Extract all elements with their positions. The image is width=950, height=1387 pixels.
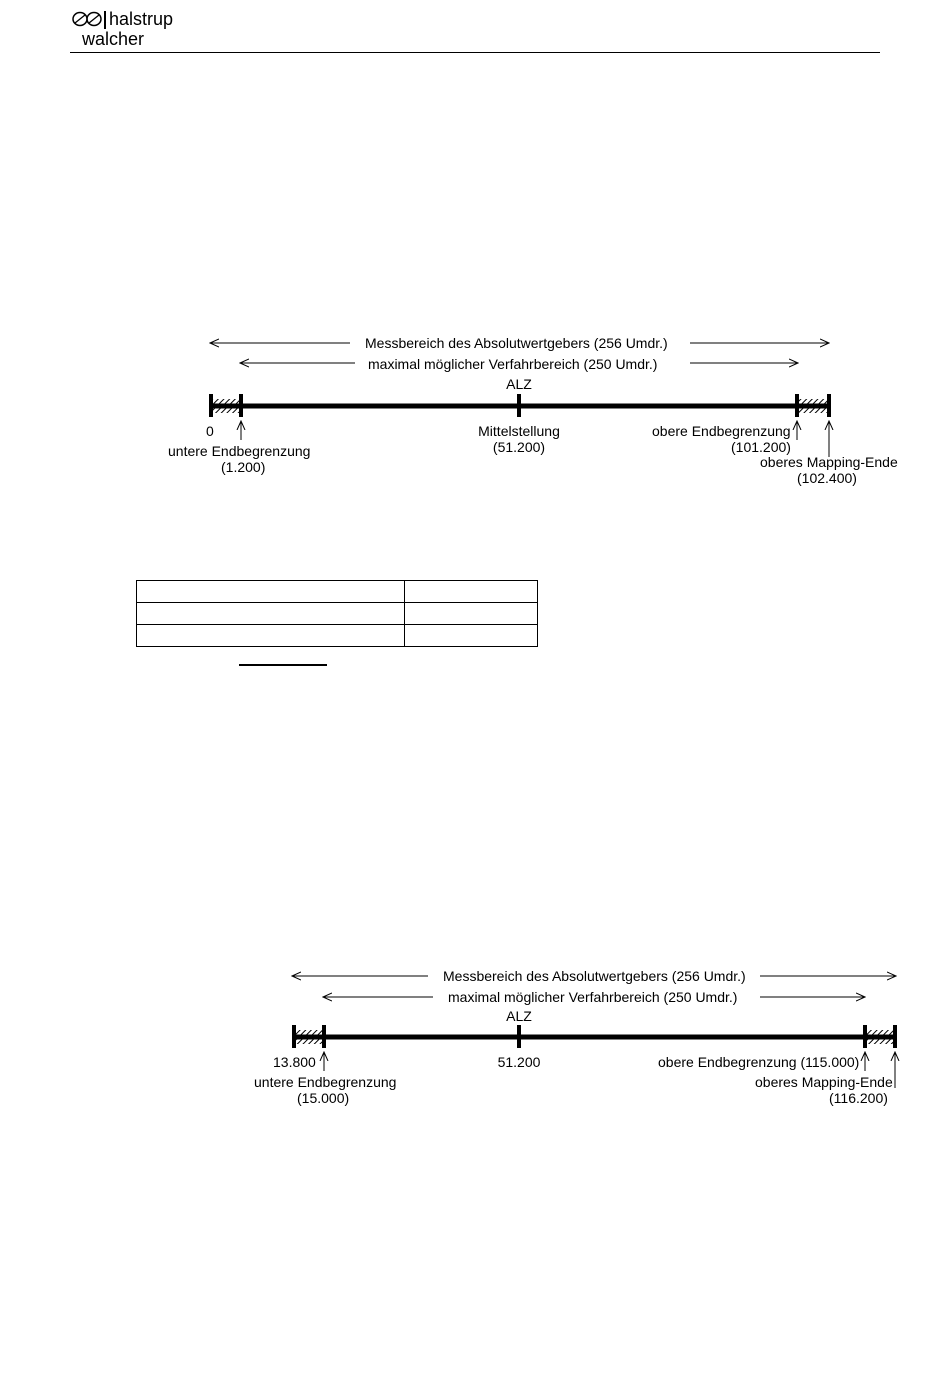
table-row xyxy=(136,602,538,625)
lower-limit-label: untere Endbegrenzung xyxy=(168,443,311,459)
infinity-logo-icon xyxy=(72,11,102,27)
zero-label: 0 xyxy=(206,423,214,439)
upper-limit-label: obere Endbegrenzung xyxy=(652,423,791,439)
underline-rule xyxy=(239,664,327,666)
mapping-end-label: oberes Mapping-Ende xyxy=(760,454,898,470)
middle-value-2: 51.200 xyxy=(497,1054,541,1070)
travel-range-label: maximal möglicher Verfahrbereich (250 Um… xyxy=(368,356,658,372)
upper-limit-value: (101.200) xyxy=(731,439,791,455)
table-cell xyxy=(404,580,538,603)
mapping-end-value: (102.400) xyxy=(797,470,857,486)
table-cell xyxy=(404,624,538,647)
brand-logo: halstrup walcher xyxy=(72,8,212,52)
table-row xyxy=(136,580,538,603)
table-cell xyxy=(136,602,405,625)
start-value-label-2: 13.800 xyxy=(273,1054,316,1070)
table-cell xyxy=(136,624,405,647)
header-rule xyxy=(70,52,880,53)
travel-range-label-2: maximal möglicher Verfahrbereich (250 Um… xyxy=(448,989,738,1005)
lower-limit-value: (1.200) xyxy=(221,459,266,475)
lower-hatched-zone-2 xyxy=(294,1030,324,1044)
brand-name-halstrup: halstrup xyxy=(109,9,174,29)
upper-hatched-zone-2 xyxy=(865,1030,895,1044)
lower-hatched-zone xyxy=(211,399,241,413)
measure-range-label-2: Messbereich des Absolutwertgebers (256 U… xyxy=(443,968,746,984)
upper-limit-label-2: obere Endbegrenzung (115.000) xyxy=(658,1054,860,1070)
parameter-table xyxy=(136,580,538,647)
lower-limit-value-2: (15.000) xyxy=(297,1090,350,1106)
alz-label-2: ALZ xyxy=(506,1008,532,1024)
middle-value: (51.200) xyxy=(492,439,546,455)
table-row xyxy=(136,624,538,647)
brand-name-walcher: walcher xyxy=(82,29,145,49)
upper-hatched-zone xyxy=(797,399,828,413)
lower-limit-label-2: untere Endbegrenzung xyxy=(254,1074,397,1090)
alz-label: ALZ xyxy=(506,376,532,392)
logo-divider xyxy=(104,11,106,29)
table-cell xyxy=(136,580,405,603)
mapping-end-value-2: (116.200) xyxy=(829,1090,888,1106)
middle-label: Mittelstellung xyxy=(478,423,560,439)
mapping-end-label-2: oberes Mapping-Ende xyxy=(755,1074,893,1090)
table-cell xyxy=(404,602,538,625)
measure-range-label: Messbereich des Absolutwertgebers (256 U… xyxy=(365,335,668,351)
